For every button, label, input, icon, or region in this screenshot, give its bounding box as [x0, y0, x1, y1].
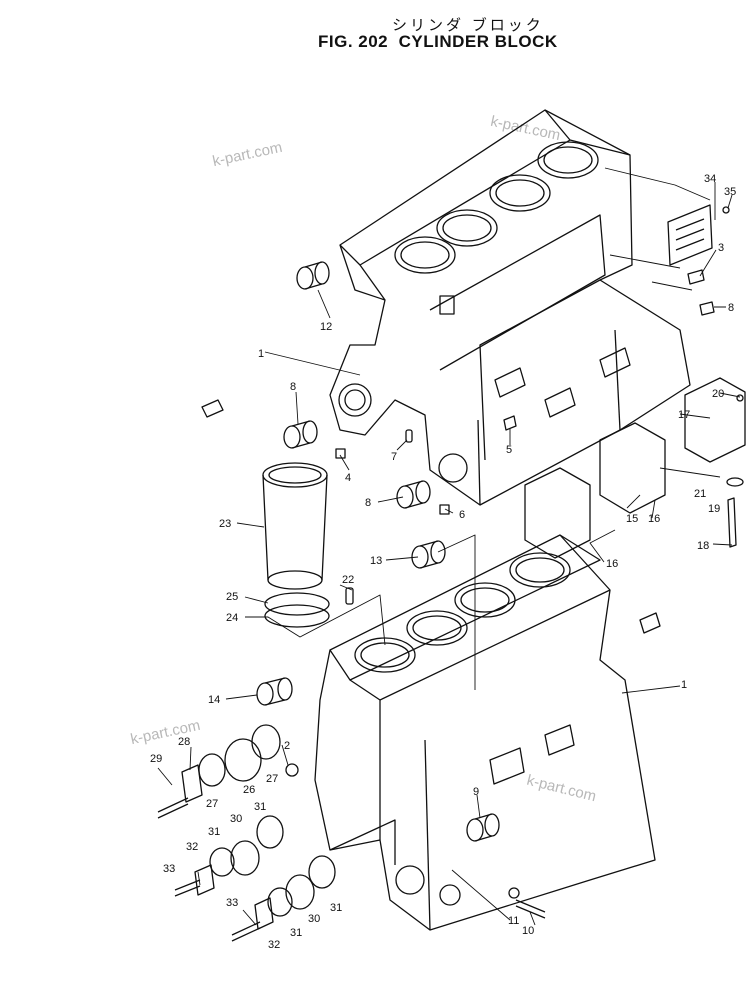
callout-8: 8	[728, 302, 734, 314]
callout-1: 1	[681, 679, 687, 691]
lower-cylinder-block	[314, 534, 656, 931]
callout-32: 32	[186, 841, 198, 853]
callout-1: 1	[258, 348, 264, 360]
callout-7: 7	[391, 451, 397, 463]
callout-3: 3	[718, 242, 724, 254]
callout-9: 9	[473, 786, 479, 798]
callout-26: 26	[243, 784, 255, 796]
callout-10: 10	[522, 925, 534, 937]
callout-18: 18	[697, 540, 709, 552]
callout-28: 28	[178, 736, 190, 748]
callout-5: 5	[506, 444, 512, 456]
callout-16: 16	[606, 558, 618, 570]
callout-4: 4	[345, 472, 351, 484]
callout-29: 29	[150, 753, 162, 765]
callout-31: 31	[330, 902, 342, 914]
callout-27: 27	[266, 773, 278, 785]
callout-8: 8	[290, 381, 296, 393]
callout-21: 21	[694, 488, 706, 500]
callout-14: 14	[208, 694, 220, 706]
callout-31: 31	[208, 826, 220, 838]
callout-23: 23	[219, 518, 231, 530]
callout-24: 24	[226, 612, 238, 624]
callout-30: 30	[230, 813, 242, 825]
callout-11: 11	[508, 915, 519, 927]
callout-22: 22	[342, 574, 354, 586]
callout-31: 31	[254, 801, 266, 813]
callout-31: 31	[290, 927, 302, 939]
callout-17: 17	[678, 409, 690, 421]
callout-27: 27	[206, 798, 218, 810]
callout-30: 30	[308, 913, 320, 925]
callout-2: 2	[284, 740, 290, 752]
callout-20: 20	[712, 388, 724, 400]
callout-13: 13	[370, 555, 382, 567]
callout-35: 35	[724, 186, 736, 198]
callout-34: 34	[704, 173, 716, 185]
figure-number: FIG. 202	[318, 32, 389, 51]
callout-33: 33	[226, 897, 238, 909]
callout-25: 25	[226, 591, 238, 603]
callout-19: 19	[708, 503, 720, 515]
callout-numbers: 12 1 8 4 7 5 6 8 13 23 25 24 22 14 1 34 …	[150, 173, 736, 951]
callout-32: 32	[268, 939, 280, 951]
figure-title: シリンダ ブロック FIG. 202 CYLINDER BLOCK	[0, 0, 748, 60]
figure-name: CYLINDER BLOCK	[398, 32, 558, 51]
title-japanese: シリンダ ブロック	[392, 16, 544, 34]
callout-8: 8	[365, 497, 371, 509]
leader-lines	[157, 167, 741, 926]
callout-15: 15	[626, 513, 638, 525]
callout-12: 12	[320, 321, 332, 333]
title-english: FIG. 202 CYLINDER BLOCK	[318, 32, 558, 52]
upper-cylinder-block	[329, 109, 691, 506]
small-parts	[157, 204, 746, 942]
callout-16: 16	[648, 513, 660, 525]
callout-6: 6	[459, 509, 465, 521]
callout-33: 33	[163, 863, 175, 875]
